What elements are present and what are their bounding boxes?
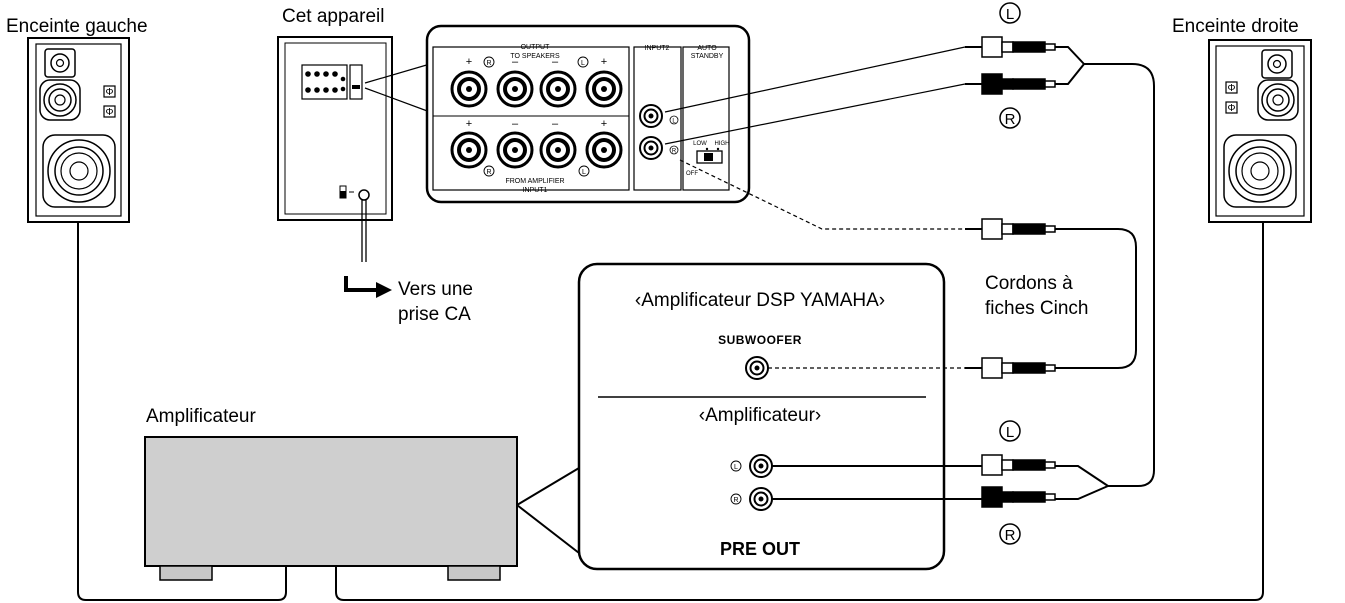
svg-text:Φ: Φ xyxy=(106,87,114,98)
speaker-right-label: Enceinte droite xyxy=(1172,16,1299,37)
right-speaker: Φ Φ xyxy=(1208,39,1312,223)
output-label: OUTPUT xyxy=(521,44,551,51)
svg-text:LOW: LOW xyxy=(693,141,707,147)
standby-label: STANDBY xyxy=(691,53,724,60)
input2-label: INPUT2 xyxy=(645,45,670,52)
svg-text:L: L xyxy=(672,119,676,125)
amplifier xyxy=(144,436,580,581)
svg-text:R: R xyxy=(486,169,491,176)
svg-text:R: R xyxy=(1005,111,1016,128)
speaker-left-label: Enceinte gauche xyxy=(6,16,148,37)
device-label: Cet appareil xyxy=(282,6,385,27)
cables-label-1: Cordons à xyxy=(985,273,1073,294)
svg-text:R: R xyxy=(672,149,677,155)
svg-text:–: – xyxy=(552,56,559,68)
svg-text:+: + xyxy=(466,118,472,130)
svg-text:–: – xyxy=(512,56,519,68)
subwoofer-device xyxy=(277,36,393,262)
to-speakers-label: TO SPEAKERS xyxy=(510,53,560,60)
amplifier-callout-box: L R xyxy=(577,262,946,571)
svg-text:–: – xyxy=(552,118,559,130)
svg-text:R: R xyxy=(1005,527,1016,544)
svg-text:L: L xyxy=(582,169,586,176)
pre-out-label: PRE OUT xyxy=(719,539,800,559)
svg-text:R: R xyxy=(486,60,491,67)
dsp-amp-label: ‹Amplificateur DSP YAMAHA› xyxy=(634,290,886,311)
arrow-icon xyxy=(344,276,392,298)
rca-cable-bottom-pair xyxy=(772,454,1111,508)
svg-text:Φ: Φ xyxy=(106,107,114,118)
ac-outlet-label-2: prise CA xyxy=(398,304,471,325)
rca-cable-top-pair xyxy=(965,36,1155,487)
svg-text:+: + xyxy=(601,118,607,130)
input1-label: INPUT1 xyxy=(523,187,548,194)
left-speaker: Φ Φ xyxy=(27,37,130,223)
cables-label-2: fiches Cinch xyxy=(985,298,1089,319)
svg-text:L: L xyxy=(734,464,738,471)
auto-label: AUTO xyxy=(697,45,717,52)
svg-text:L: L xyxy=(1006,424,1014,441)
rca-cable-subwoofer xyxy=(965,218,1137,379)
amp-inner-label: ‹Amplificateur› xyxy=(698,405,822,426)
svg-text:Φ: Φ xyxy=(1228,103,1236,114)
from-amplifier-label: FROM AMPLIFIER xyxy=(505,178,564,185)
svg-text:R: R xyxy=(733,497,738,504)
svg-text:L: L xyxy=(581,60,585,67)
svg-text:Φ: Φ xyxy=(1228,83,1236,94)
svg-text:HIGH: HIGH xyxy=(715,141,730,147)
channel-marks: L R L R xyxy=(999,2,1021,545)
svg-text:+: + xyxy=(466,56,472,68)
svg-text:–: – xyxy=(512,118,519,130)
subwoofer-jack-label: SUBWOOFER xyxy=(718,333,802,347)
svg-text:+: + xyxy=(601,56,607,68)
speaker-wires xyxy=(77,222,1264,601)
svg-text:OFF: OFF xyxy=(686,171,698,177)
ac-outlet-label-1: Vers une xyxy=(398,279,473,300)
rear-panel-callout: OUTPUT TO SPEAKERS FROM AMPLIFIER INPUT1… xyxy=(425,24,751,204)
svg-text:L: L xyxy=(1006,6,1014,23)
amplifier-label: Amplificateur xyxy=(146,406,256,427)
